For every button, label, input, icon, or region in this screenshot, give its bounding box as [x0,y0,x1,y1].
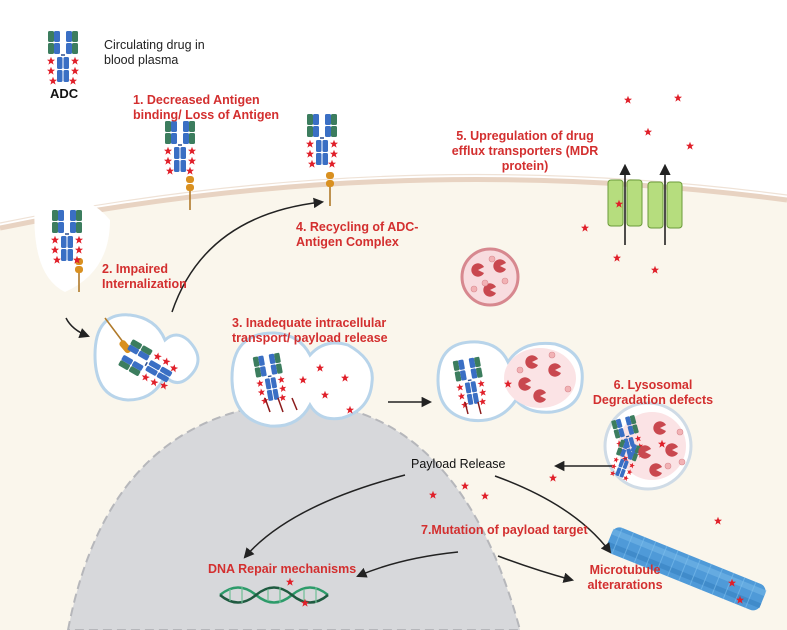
step3-label: 3. Inadequate intracellular transport/ p… [232,316,388,345]
microtubule-icon [606,527,767,611]
dna-helix-icon [219,586,329,604]
adc-label: ADC [50,86,79,101]
arrow-icon [65,197,612,583]
legend-drug-text: Circulating drug in blood plasma [104,38,205,67]
payload-release-label: Payload Release [411,457,506,471]
adc-antibody-icon [306,114,338,168]
step7-label: 7.Mutation of payload target [421,523,588,537]
step4-label: 4. Recycling of ADC- Antigen Complex [296,220,419,249]
adc-antibody-icon [164,121,196,175]
lysosome-icon [603,401,693,491]
step2-label: 2. Impaired Internalization [102,262,187,291]
step5-label: 5. Upregulation of drug efflux transport… [451,129,599,173]
lysosome-icon [460,247,520,307]
step6-label: 6. Lysosomal Degradation defects [592,378,714,407]
microtubule-label: Microtubule alterarations [587,563,663,592]
efflux-transporter-icon [607,163,683,245]
step1-label: 1. Decreased Antigen binding/ Loss of An… [133,93,280,122]
dna-repair-label: DNA Repair mechanisms [208,562,357,576]
adc-antibody-icon [47,31,79,85]
